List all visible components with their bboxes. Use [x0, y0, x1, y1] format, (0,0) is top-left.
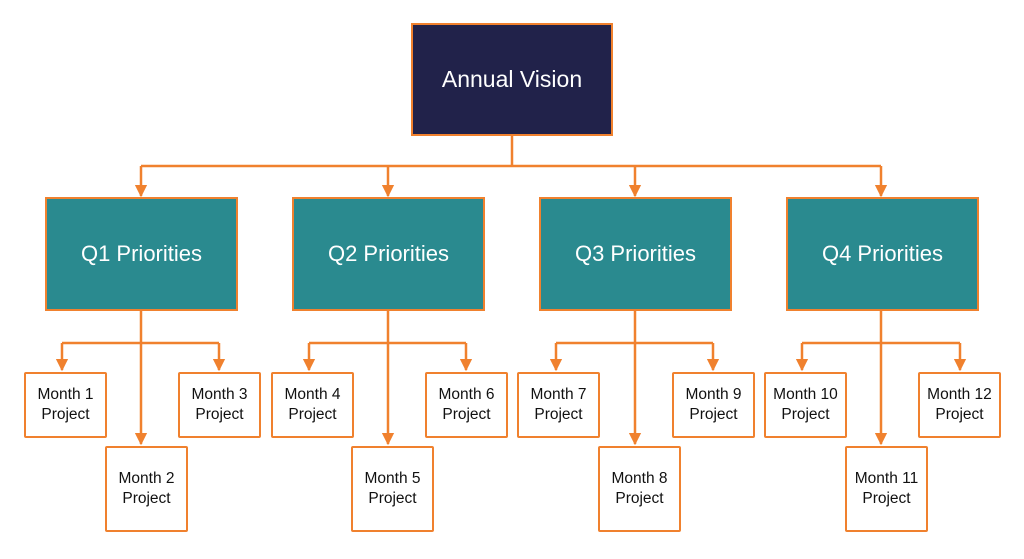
month-10-project-box: Month 10 Project [764, 372, 847, 438]
month-11-project-label: Project [862, 490, 911, 507]
month-3-project-box: Month 3 Project [178, 372, 261, 438]
q2-priorities-box: Q2 Priorities [292, 197, 485, 311]
month-4-label: Month 4 [284, 386, 341, 403]
month-6-label: Month 6 [438, 386, 495, 403]
month-5-label: Month 5 [364, 470, 421, 487]
month-9-project-box: Month 9 Project [672, 372, 755, 438]
month-8-label: Month 8 [611, 470, 668, 487]
q3-priorities-box: Q3 Priorities [539, 197, 732, 311]
month-2-project-label: Project [122, 490, 171, 507]
month-8-project-label: Project [615, 490, 664, 507]
month-7-project-box: Month 7 Project [517, 372, 600, 438]
month-10-project-label: Project [781, 406, 830, 423]
month-12-project-label: Project [935, 406, 984, 423]
month-5-project-box: Month 5 Project [351, 446, 434, 532]
q3-priorities-label: Q3 Priorities [574, 241, 697, 266]
annual-vision-label: Annual Vision [441, 66, 583, 92]
month-11-project-box: Month 11 Project [845, 446, 928, 532]
month-7-label: Month 7 [530, 386, 587, 403]
q4-priorities-label: Q4 Priorities [821, 241, 944, 266]
month-3-project-label: Project [195, 406, 244, 423]
month-6-project-label: Project [442, 406, 491, 423]
month-9-project-label: Project [689, 406, 738, 423]
month-11-label: Month 11 [854, 470, 919, 487]
month-2-project-box: Month 2 Project [105, 446, 188, 532]
month-3-label: Month 3 [191, 386, 248, 403]
q2-priorities-label: Q2 Priorities [327, 241, 450, 266]
month-12-label: Month 12 [927, 386, 992, 403]
month-6-project-box: Month 6 Project [425, 372, 508, 438]
annual-vision-box: Annual Vision [411, 23, 613, 136]
month-7-project-label: Project [534, 406, 583, 423]
q4-priorities-box: Q4 Priorities [786, 197, 979, 311]
month-2-label: Month 2 [118, 470, 175, 487]
month-4-project-label: Project [288, 406, 337, 423]
q1-priorities-box: Q1 Priorities [45, 197, 238, 311]
month-10-label: Month 10 [773, 386, 838, 403]
q1-priorities-label: Q1 Priorities [80, 241, 203, 266]
month-1-project-label: Project [41, 406, 90, 423]
month-1-project-box: Month 1 Project [24, 372, 107, 438]
month-1-label: Month 1 [37, 386, 94, 403]
month-12-project-box: Month 12 Project [918, 372, 1001, 438]
month-9-label: Month 9 [685, 386, 742, 403]
month-8-project-box: Month 8 Project [598, 446, 681, 532]
month-4-project-box: Month 4 Project [271, 372, 354, 438]
month-5-project-label: Project [368, 490, 417, 507]
